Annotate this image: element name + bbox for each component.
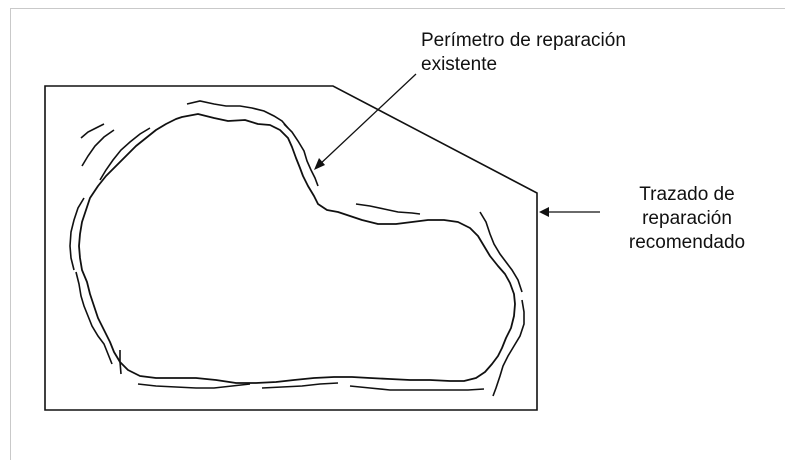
recommended-repair-outline xyxy=(44,85,538,411)
crack-segment xyxy=(283,123,319,187)
frame-left-line xyxy=(10,8,11,460)
crack-segment xyxy=(69,197,85,271)
existing-perimeter-label-line2: existente xyxy=(421,54,498,75)
crack-segment xyxy=(492,299,525,397)
crack-segment xyxy=(479,211,523,293)
existing-perimeter-label-line1: Perímetro de reparación xyxy=(421,30,626,51)
crack-segment xyxy=(261,382,339,389)
existing-perimeter-leader-line xyxy=(317,73,417,167)
recommended-outline-label-line1: Trazado de xyxy=(639,184,735,205)
recommended-outline-label-line2: reparación xyxy=(642,208,732,229)
recommended-outline-arrowhead xyxy=(539,207,549,217)
existing-repair-perimeter xyxy=(78,113,516,384)
crack-segment xyxy=(119,350,122,375)
crack-segment xyxy=(99,127,151,181)
crack-segment xyxy=(137,383,251,389)
frame-top-line xyxy=(10,8,785,9)
recommended-outline-label-line3: recomendado xyxy=(628,232,746,253)
existing-perimeter-label: Perímetro de reparación existente xyxy=(421,29,626,77)
crack-segment xyxy=(75,271,113,365)
crack-segment xyxy=(80,123,105,139)
existing-perimeter-arrowhead xyxy=(314,158,325,170)
crack-segment xyxy=(81,129,115,167)
crack-segment xyxy=(349,385,485,391)
recommended-outline-label: Trazado de reparación recomendado xyxy=(602,183,772,255)
crack-segment xyxy=(355,203,421,215)
crack-segment xyxy=(186,100,289,129)
